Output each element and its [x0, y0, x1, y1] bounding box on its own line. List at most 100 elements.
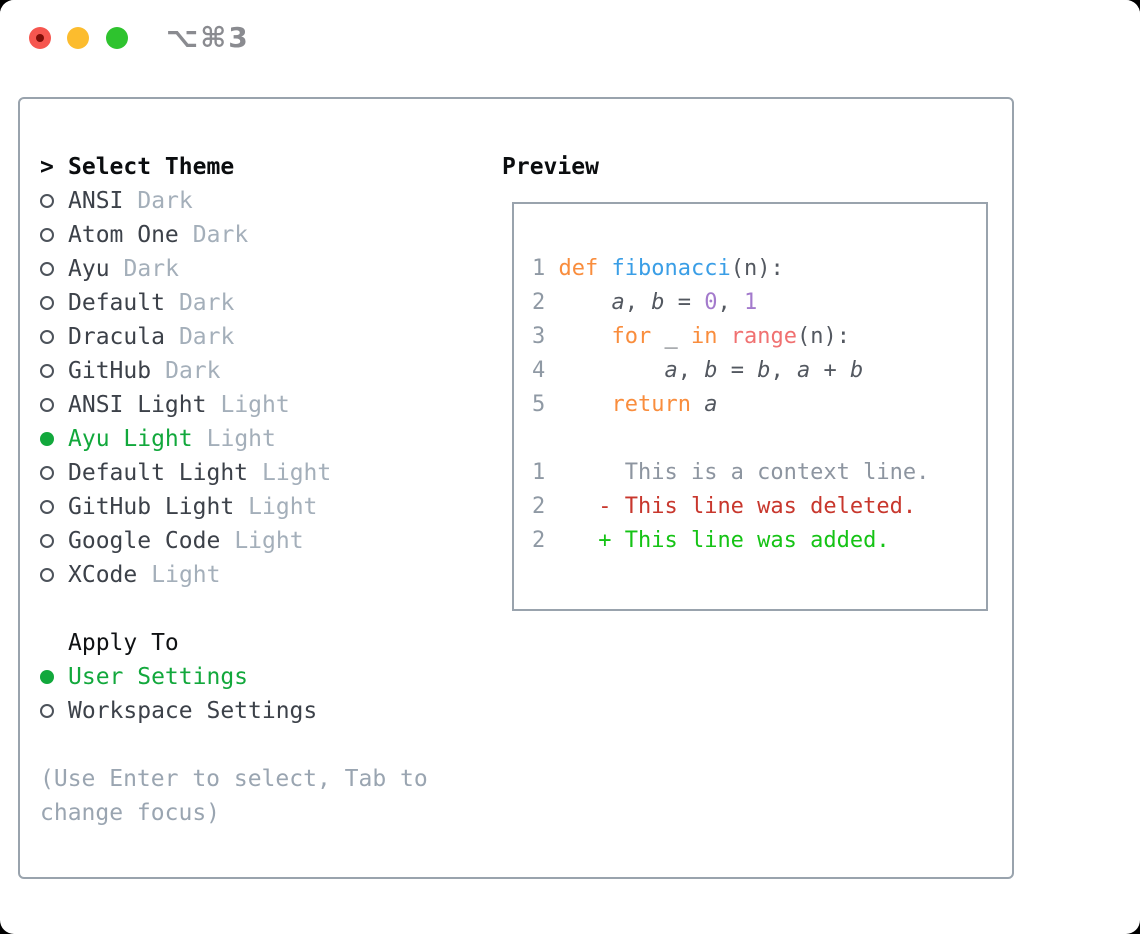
item-label: Dracula: [68, 324, 165, 350]
theme-item-ansi-light[interactable]: ANSI Light Light: [40, 388, 331, 422]
radio-icon: [40, 330, 54, 344]
code-line: 2 a, b = 0, 1: [532, 286, 929, 320]
token-plain: (n):: [730, 256, 784, 281]
prompt-icon: >: [40, 154, 54, 180]
code-line: 1 This is a context line.: [532, 456, 929, 490]
token-plain: ,: [770, 358, 797, 383]
titlebar: ⌥⌘3: [0, 0, 1140, 76]
token-variable: b: [651, 290, 665, 315]
item-variant: Dark: [165, 358, 221, 384]
code-line: 2 - This line was deleted.: [532, 490, 929, 524]
token-plain: [545, 494, 598, 519]
token-plain: (n):: [796, 324, 850, 349]
theme-item-atom-one[interactable]: Atom One Dark: [40, 218, 331, 252]
token-variable: b: [704, 358, 718, 383]
code-line: 1 def fibonacci(n):: [532, 252, 929, 286]
token-plain: =: [717, 358, 758, 383]
token-call: range: [730, 324, 797, 349]
item-label: Atom One: [68, 222, 179, 248]
token-keyword: in: [690, 324, 718, 349]
item-label: Google Code: [68, 528, 221, 554]
radio-icon: [40, 500, 54, 514]
item-label: XCode: [68, 562, 138, 588]
token-lineno: 2: [532, 528, 546, 553]
item-variant: Dark: [123, 256, 179, 282]
token-variable: a: [664, 358, 678, 383]
token-plain: ,: [624, 290, 652, 315]
token-lineno: 4: [532, 358, 559, 383]
apply-to-header: Apply To: [40, 626, 317, 660]
item-label: User Settings: [68, 664, 249, 690]
token-keyword: for: [611, 324, 652, 349]
radio-icon: [40, 296, 54, 310]
item-variant: Dark: [192, 222, 249, 248]
item-label: GitHub Light: [68, 494, 235, 520]
token-plain: ,: [677, 358, 705, 383]
theme-item-github[interactable]: GitHub Dark: [40, 354, 331, 388]
code-line: [532, 422, 929, 456]
token-lineno: 1: [532, 460, 546, 485]
token-lineno: 2: [532, 494, 546, 519]
token-lineno: 2: [532, 290, 559, 315]
radio-icon: [40, 466, 54, 480]
token-keyword: return: [611, 392, 691, 417]
item-label: Default Light: [68, 460, 249, 486]
theme-item-default-light[interactable]: Default Light Light: [40, 456, 331, 490]
apply-to-title: Apply To: [68, 630, 179, 656]
theme-item-google-code[interactable]: Google Code Light: [40, 524, 331, 558]
token-number: 1: [743, 290, 758, 315]
radio-icon: [40, 568, 54, 582]
token-variable: b: [757, 358, 771, 383]
radio-icon: [40, 262, 54, 276]
token-variable: b: [849, 358, 864, 383]
item-label: ANSI Light: [68, 392, 207, 418]
token-plain: [559, 358, 665, 383]
item-variant: Light: [220, 392, 290, 418]
theme-item-ayu-light[interactable]: Ayu Light Light: [40, 422, 331, 456]
token-added: + This line was added.: [598, 528, 890, 553]
apply-option-user-settings[interactable]: User Settings: [40, 660, 317, 694]
radio-icon: [40, 398, 54, 412]
item-label: Ayu Light: [68, 426, 193, 452]
item-variant: Dark: [178, 324, 235, 350]
token-plain: _: [651, 324, 691, 349]
token-number: 0: [704, 290, 718, 315]
token-lineno: 3: [532, 324, 559, 349]
token-plain: =: [664, 290, 705, 315]
token-plain: [545, 528, 598, 553]
theme-item-dracula[interactable]: Dracula Dark: [40, 320, 331, 354]
token-deleted: - This line was deleted.: [598, 494, 917, 519]
code-line: 5 return a: [532, 388, 929, 422]
close-window-button[interactable]: [29, 27, 51, 49]
item-variant: Light: [206, 426, 276, 452]
minimize-window-button[interactable]: [67, 27, 89, 49]
item-variant: Light: [262, 460, 332, 486]
token-context: This is a context line.: [545, 460, 930, 485]
zoom-window-button[interactable]: [106, 27, 128, 49]
token-plain: [559, 290, 612, 315]
item-label: GitHub: [68, 358, 152, 384]
radio-icon: [40, 228, 54, 242]
item-variant: Light: [234, 528, 304, 554]
code-line: 2 + This line was added.: [532, 524, 929, 558]
token-plain: +: [810, 358, 850, 383]
help-text: (Use Enter to select, Tab to change focu…: [40, 766, 428, 826]
token-function: fibonacci: [611, 256, 731, 281]
radio-icon: [40, 364, 54, 378]
item-variant: Dark: [178, 290, 235, 316]
preview-title: Preview: [502, 154, 599, 180]
token-plain: ,: [717, 290, 744, 315]
apply-option-workspace-settings[interactable]: Workspace Settings: [40, 694, 317, 728]
radio-icon: [40, 704, 54, 718]
